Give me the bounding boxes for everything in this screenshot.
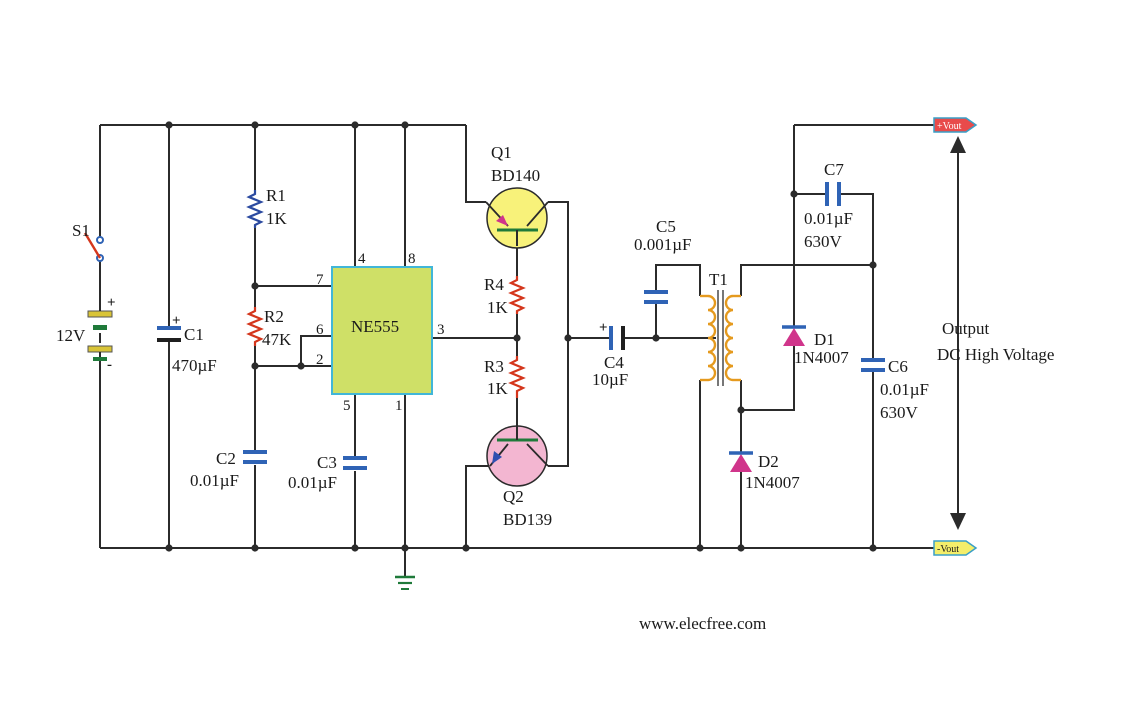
- r1-value: 1K: [266, 209, 288, 228]
- r3-name: R3: [484, 357, 504, 376]
- capacitor-c3: C3 0.01µF: [288, 453, 367, 492]
- c2-value: 0.01µF: [190, 471, 239, 490]
- pin-8: 8: [408, 251, 416, 267]
- d1-name: D1: [814, 330, 835, 349]
- pin-2: 2: [316, 352, 324, 368]
- c1-value: 470µF: [172, 356, 217, 375]
- vout-plus-label: +Vout: [937, 121, 962, 132]
- capacitor-c7: C7 0.01µF 630V: [804, 160, 853, 251]
- battery-label: 12V: [56, 326, 86, 345]
- d2-name: D2: [758, 452, 779, 471]
- pin-7: 7: [316, 272, 324, 288]
- transistor-q2: Q2 BD139: [486, 425, 552, 529]
- output-label-line1: Output: [942, 319, 990, 338]
- r4-value: 1K: [487, 298, 509, 317]
- capacitor-c1: + C1 470µF: [157, 313, 217, 375]
- c1-plus: +: [172, 313, 181, 329]
- c4-plus: +: [599, 320, 608, 336]
- capacitor-c5: C5 0.001µF: [634, 217, 692, 304]
- capacitor-c2: C2 0.01µF: [190, 449, 267, 490]
- r3-value: 1K: [487, 379, 509, 398]
- battery-minus: -: [107, 357, 112, 373]
- t1-label: T1: [709, 270, 728, 289]
- s1-label: S1: [72, 221, 90, 240]
- r1-name: R1: [266, 186, 286, 205]
- q2-name: Q2: [503, 487, 524, 506]
- q1-name: Q1: [491, 143, 512, 162]
- junction-dots: [165, 121, 877, 552]
- ic-name: NE555: [351, 317, 399, 336]
- battery-12v: + - 12V: [56, 295, 116, 373]
- c5-name: C5: [656, 217, 676, 236]
- capacitor-c4: + C4 10µF: [592, 320, 628, 389]
- pin-4: 4: [358, 251, 366, 267]
- transformer-t1: T1: [700, 270, 741, 386]
- c3-name: C3: [317, 453, 337, 472]
- output-arrow: [950, 136, 966, 530]
- diode-d1: D1 1N4007: [782, 325, 849, 367]
- ground-symbol: [395, 575, 415, 590]
- resistor-r2: R2 47K: [246, 307, 292, 349]
- r2-value: 47K: [262, 330, 292, 349]
- output-label-line2: DC High Voltage: [937, 345, 1054, 364]
- switch-s1: S1: [72, 221, 104, 262]
- c6-rating: 630V: [880, 403, 919, 422]
- d2-value: 1N4007: [745, 473, 800, 492]
- c7-name: C7: [824, 160, 844, 179]
- wires: [99, 124, 938, 576]
- pin-1: 1: [395, 398, 403, 414]
- c2-name: C2: [216, 449, 236, 468]
- battery-plus: +: [107, 295, 116, 311]
- vout-minus-label: -Vout: [937, 544, 959, 555]
- vout-minus-tag: -Vout: [933, 540, 978, 556]
- diode-d2: D2 1N4007: [729, 451, 800, 492]
- c6-name: C6: [888, 357, 908, 376]
- transistor-q1: Q1 BD140: [485, 143, 549, 249]
- c5-value: 0.001µF: [634, 235, 692, 254]
- d1-value: 1N4007: [794, 348, 849, 367]
- capacitor-c6: C6 0.01µF 630V: [861, 357, 929, 422]
- c4-name: C4: [604, 353, 624, 372]
- resistor-r4: R4 1K: [484, 275, 526, 317]
- pin-5: 5: [343, 398, 351, 414]
- c3-value: 0.01µF: [288, 473, 337, 492]
- c1-name: C1: [184, 325, 204, 344]
- r4-name: R4: [484, 275, 504, 294]
- c7-value: 0.01µF: [804, 209, 853, 228]
- r2-name: R2: [264, 307, 284, 326]
- vout-plus-tag: +Vout: [933, 117, 978, 133]
- c6-value: 0.01µF: [880, 380, 929, 399]
- q2-value: BD139: [503, 510, 552, 529]
- resistor-r3: R3 1K: [484, 356, 526, 398]
- pin-6: 6: [316, 322, 324, 338]
- c4-value: 10µF: [592, 370, 628, 389]
- c7-rating: 630V: [804, 232, 843, 251]
- q1-value: BD140: [491, 166, 540, 185]
- website-url: www.elecfree.com: [639, 614, 766, 633]
- ic-ne555: NE555 4 8 7 6 2 3 5 1: [316, 251, 445, 414]
- resistor-r1: R1 1K: [246, 186, 288, 228]
- pin-3: 3: [437, 322, 445, 338]
